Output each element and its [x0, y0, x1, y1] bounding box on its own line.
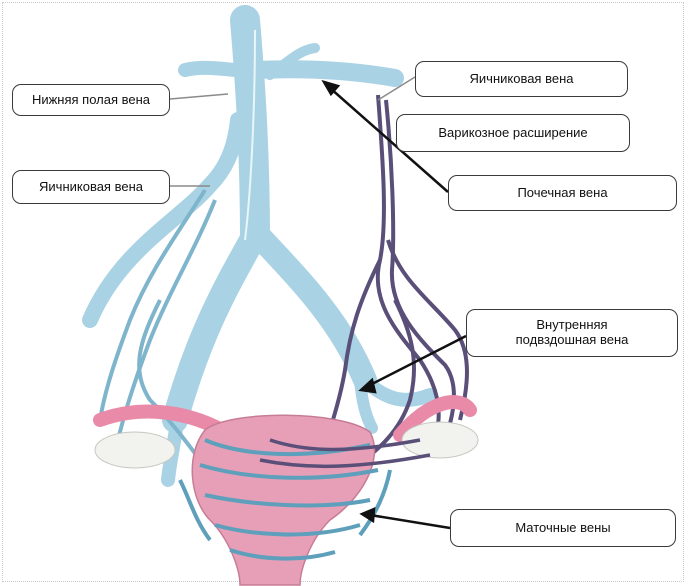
- label-internal-iliac-line2: подвздошная вена: [516, 333, 629, 348]
- label-ovarian-vein-left: Яичниковая вена: [12, 170, 170, 204]
- label-internal-iliac-line1: Внутренняя: [536, 318, 607, 333]
- left-ovary: [95, 432, 175, 468]
- label-uterine-veins: Маточные вены: [450, 509, 676, 547]
- label-internal-iliac-vein: Внутренняя подвздошная вена: [466, 309, 678, 357]
- label-varicose-dilation: Варикозное расширение: [396, 114, 630, 152]
- label-renal-vein: Почечная вена: [448, 175, 677, 211]
- label-inferior-vena-cava: Нижняя полая вена: [12, 84, 170, 116]
- label-ovarian-vein-right: Яичниковая вена: [415, 61, 628, 97]
